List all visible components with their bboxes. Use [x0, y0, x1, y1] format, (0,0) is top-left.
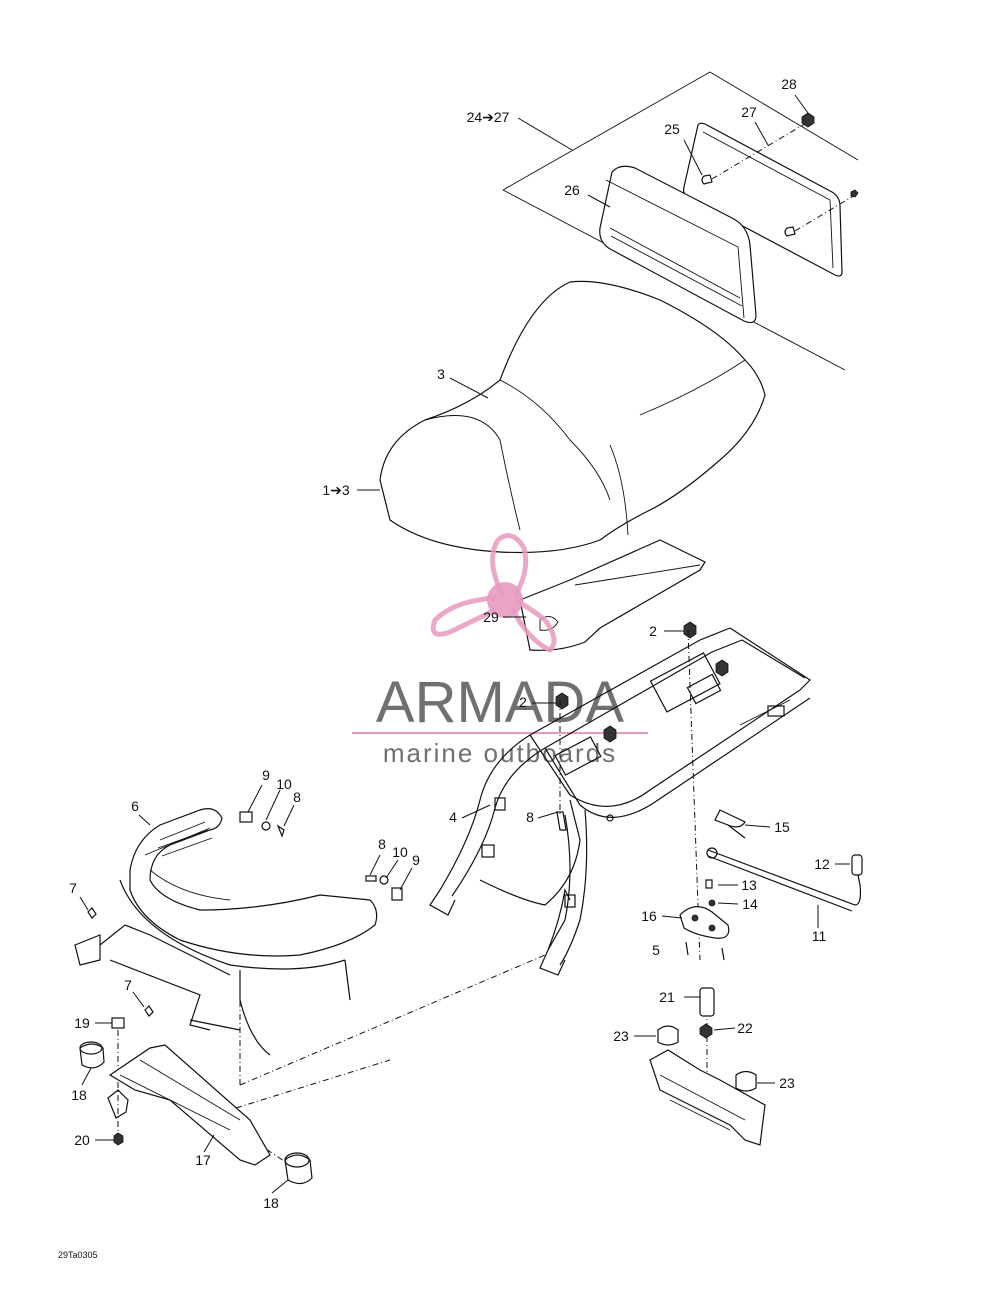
drawing-code: 29Ta0305: [58, 1250, 98, 1260]
propeller-logo: [430, 533, 557, 653]
callout-23b: 23: [779, 1075, 795, 1091]
seat-base-plate: [519, 539, 706, 651]
callout-18a: 18: [71, 1087, 87, 1103]
callout-26: 26: [564, 182, 580, 198]
callout-2a: 2: [649, 623, 657, 639]
callout-labels: 24➔27 28 27 25 26 3 1➔3 29 2 2 9 10 8 6 …: [69, 76, 830, 1211]
callout-13: 13: [741, 877, 757, 893]
callout-8b: 8: [526, 809, 534, 825]
callout-3: 3: [437, 366, 445, 382]
callout-23a: 23: [613, 1028, 629, 1044]
callout-22: 22: [737, 1020, 753, 1036]
callout-9b: 9: [412, 852, 420, 868]
callout-2b: 2: [519, 694, 527, 710]
callout-10b: 10: [392, 844, 408, 860]
callout-5: 5: [652, 942, 660, 958]
callout-14: 14: [742, 896, 758, 912]
callout-7b: 7: [124, 977, 132, 993]
callout-27: 27: [741, 104, 757, 120]
watermark-brand: ARMADA: [376, 670, 624, 735]
callout-16: 16: [641, 908, 657, 924]
leader-lines: [79, 94, 850, 1194]
callout-24-27: 24➔27: [467, 109, 510, 125]
callout-7a: 7: [69, 880, 77, 896]
callout-8c: 8: [378, 836, 386, 852]
callout-21: 21: [659, 989, 675, 1005]
callout-28: 28: [781, 76, 797, 92]
callout-8a: 8: [293, 789, 301, 805]
mount-bracket: [79, 1017, 313, 1185]
callout-4: 4: [449, 809, 457, 825]
seat: [379, 280, 766, 554]
callout-10a: 10: [276, 776, 292, 792]
callout-1-3: 1➔3: [322, 482, 350, 498]
callout-18b: 18: [263, 1195, 279, 1211]
armada-watermark: ARMADA marine outboards: [352, 533, 648, 768]
watermark-tagline: marine outboards: [383, 738, 617, 768]
callout-12: 12: [814, 856, 830, 872]
rear-bumper: [74, 808, 403, 1056]
callout-11: 11: [812, 928, 827, 944]
rack-rod: [679, 809, 863, 961]
lower-bracket: [649, 987, 766, 1146]
callout-15: 15: [774, 819, 790, 835]
seat-frame: [429, 621, 811, 976]
callout-17: 17: [195, 1152, 211, 1168]
callout-29: 29: [483, 609, 499, 625]
callout-25: 25: [664, 121, 680, 137]
callout-6: 6: [131, 798, 139, 814]
callout-9a: 9: [262, 767, 270, 783]
backrest-kit-panel: [502, 71, 859, 371]
callout-20: 20: [74, 1132, 90, 1148]
callout-19: 19: [74, 1015, 90, 1031]
